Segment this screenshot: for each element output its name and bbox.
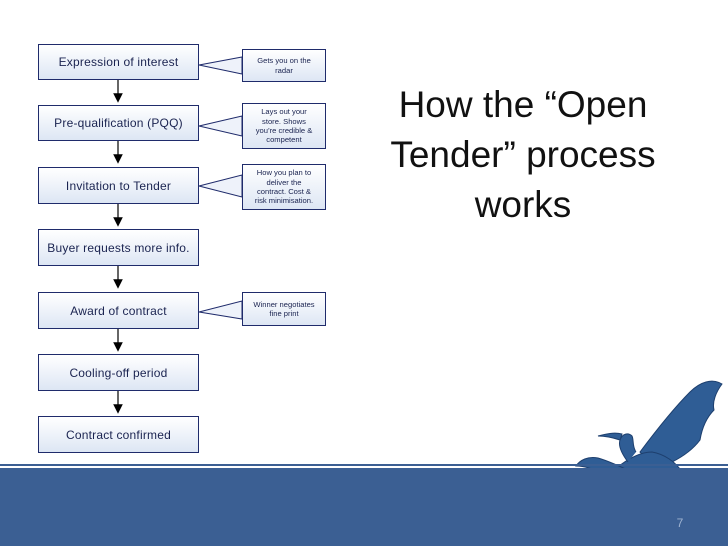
callout-pointer xyxy=(198,174,243,198)
callout-line: store. Shows xyxy=(262,116,306,126)
callout-line: How you plan to xyxy=(256,168,312,178)
flow-step-contract-confirmed: Contract confirmed xyxy=(38,416,199,453)
callout-pointer xyxy=(198,115,243,137)
flow-step-label: Contract confirmed xyxy=(66,427,171,442)
callout-pointer xyxy=(198,300,243,320)
callout-line: contract. Cost & xyxy=(256,187,311,196)
flow-step-expression-of-interest: Expression of interest xyxy=(38,44,199,80)
callout-delivery-plan: How you plan to deliver the contract. Co… xyxy=(242,164,326,210)
callout-gets-on-radar: Gets you on the radar xyxy=(242,49,326,82)
flow-step-label: Invitation to Tender xyxy=(65,178,172,193)
flow-step-label: Buyer requests more info. xyxy=(47,240,190,255)
callout-line: fine print xyxy=(269,309,299,318)
title-line: How the “Open xyxy=(398,84,648,125)
callout-line: deliver the xyxy=(266,177,302,187)
flow-step-buyer-requests-info: Buyer requests more info. xyxy=(38,229,199,266)
page-number: 7 xyxy=(676,516,684,530)
flow-step-label: Expression of interest xyxy=(58,55,179,69)
flow-step-cooling-off-period: Cooling-off period xyxy=(38,354,199,391)
flow-step-label: Cooling-off period xyxy=(69,365,168,380)
title-line: Tender” process xyxy=(390,134,656,175)
callout-line: Lays out your xyxy=(261,107,307,117)
callout-line: Winner negotiates xyxy=(253,299,315,309)
flow-step-award-of-contract: Award of contract xyxy=(38,292,199,329)
flow-step-label: Pre-qualification (PQQ) xyxy=(54,116,183,130)
flow-step-pre-qualification: Pre-qualification (PQQ) xyxy=(38,105,199,141)
footer-band xyxy=(0,468,728,546)
callout-pointer xyxy=(198,56,243,75)
callout-line: you’re credible & xyxy=(255,126,313,135)
callout-winner-negotiates: Winner negotiates fine print xyxy=(242,292,326,326)
flow-step-label: Award of contract xyxy=(70,303,167,318)
footer-divider xyxy=(0,464,728,466)
callout-line: competent xyxy=(266,135,302,145)
callout-line: risk minimisation. xyxy=(254,196,314,206)
title-line: works xyxy=(474,184,572,225)
callout-line: radar xyxy=(275,65,293,75)
flow-step-invitation-to-tender: Invitation to Tender xyxy=(38,167,199,204)
slide-title: How the “Open Tender” process works xyxy=(368,80,678,230)
callout-lays-out-store: Lays out your store. Shows you’re credib… xyxy=(242,103,326,149)
callout-line: Gets you on the xyxy=(257,56,311,66)
